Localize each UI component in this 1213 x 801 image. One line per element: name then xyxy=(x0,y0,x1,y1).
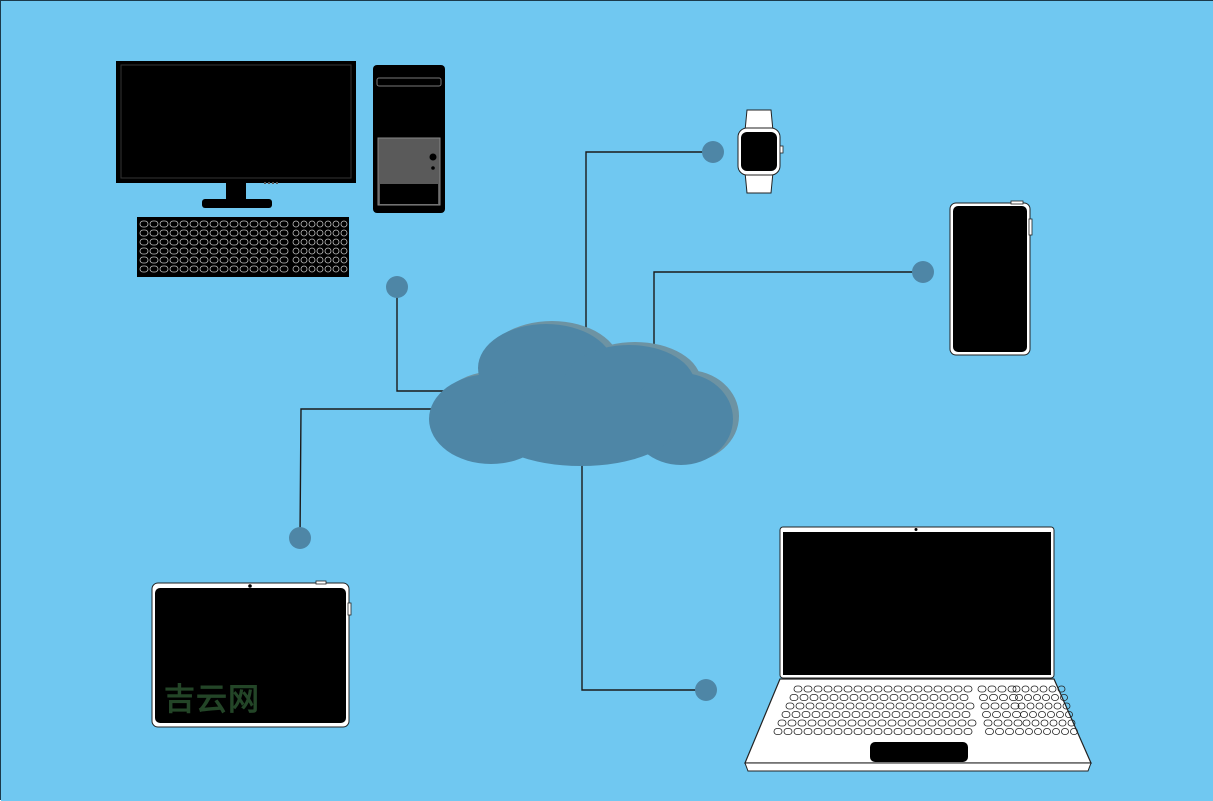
tablet-icon xyxy=(151,580,352,728)
node-dots xyxy=(289,141,934,701)
node-dot-laptop xyxy=(695,679,717,701)
smartwatch-icon xyxy=(737,109,784,194)
desktop-computer-icon xyxy=(116,61,445,277)
monitor xyxy=(116,61,356,183)
node-dot-desktop xyxy=(386,276,408,298)
connector-tablet xyxy=(299,408,436,539)
node-dot-watch xyxy=(702,141,724,163)
laptop-icon xyxy=(744,526,1092,772)
watermark: 吉云网 xyxy=(164,682,260,718)
connector-watch xyxy=(585,151,713,331)
cloud-icon xyxy=(429,321,739,466)
connector-laptop xyxy=(581,456,706,691)
trackpad xyxy=(870,742,968,762)
node-dot-tablet xyxy=(289,527,311,549)
connector-phone xyxy=(653,271,923,346)
connectors xyxy=(299,151,923,691)
node-dot-phone xyxy=(912,261,934,283)
smartphone-icon xyxy=(949,200,1033,356)
connector-desktop xyxy=(396,287,446,392)
